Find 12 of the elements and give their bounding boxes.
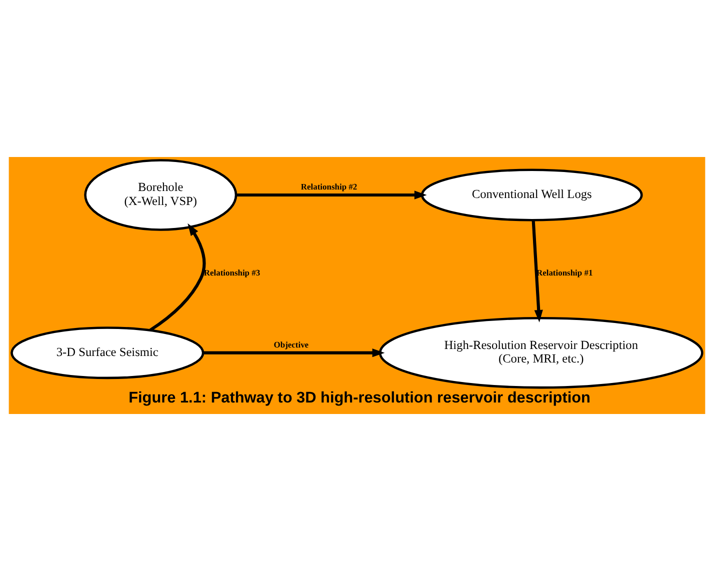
edge-label: Objective: [274, 339, 309, 350]
caption: Figure 1.1: Pathway to 3D high-resolution reservoir description: [128, 389, 590, 406]
edge-label: Relationship #2: [300, 181, 358, 192]
arrow: [236, 190, 427, 200]
arrow: [532, 220, 543, 322]
node-ellipse: Borehole (X-Well, VSP): [84, 159, 238, 231]
arrow: [149, 223, 206, 332]
node-ellipse: High-Resolution Reservoir Description (Core, MRI, etc.): [378, 316, 704, 389]
edge-label: Relationship #3: [204, 267, 260, 278]
node-ellipse: Conventional Well Logs: [420, 168, 643, 222]
node-ellipse: 3-D Surface Seismic: [10, 326, 204, 380]
arrow: [203, 348, 385, 358]
